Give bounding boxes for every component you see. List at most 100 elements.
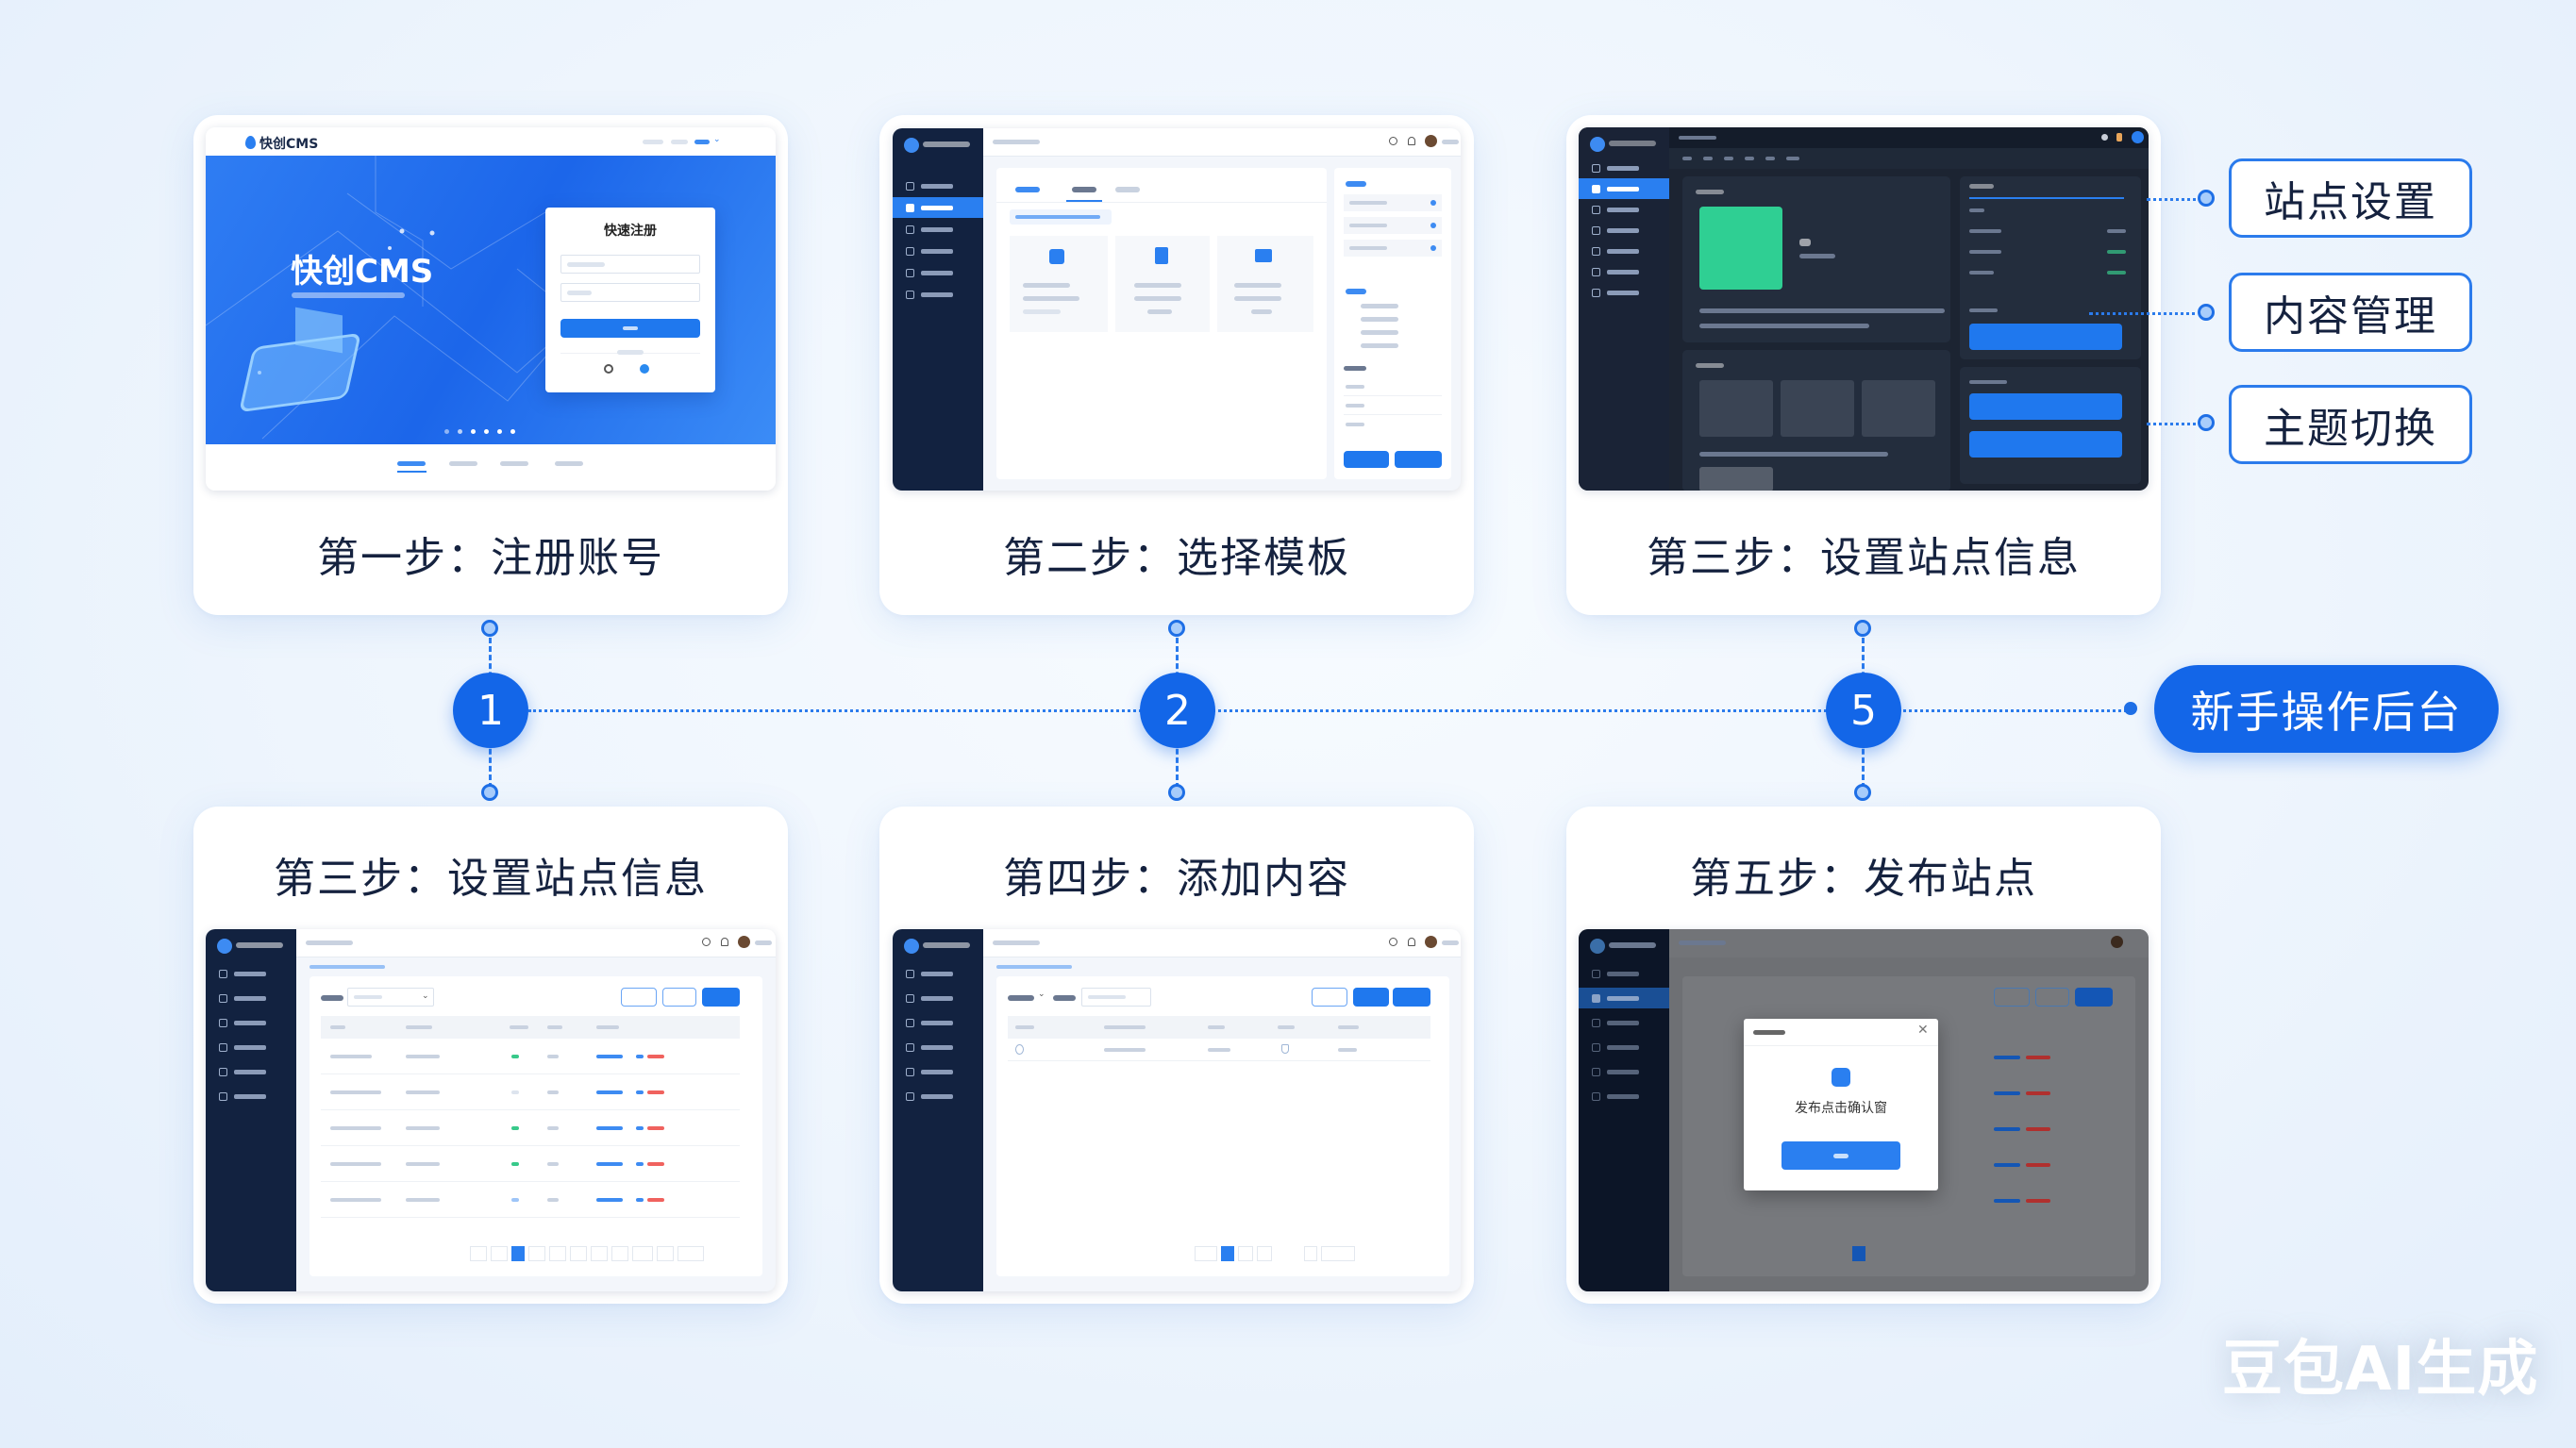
search-icon[interactable]: [1389, 938, 1397, 946]
sidebar-item[interactable]: [893, 175, 983, 196]
view-link[interactable]: [636, 1162, 644, 1166]
edit-link[interactable]: [596, 1162, 623, 1166]
tab-active[interactable]: [1015, 187, 1040, 192]
add-content-button[interactable]: [1393, 988, 1430, 1007]
theme-thumbnail[interactable]: [1699, 380, 1773, 437]
theme-thumbnail[interactable]: [1781, 380, 1854, 437]
sidebar-item[interactable]: [1579, 158, 1669, 178]
wechat-login-icon[interactable]: [604, 364, 613, 374]
avatar[interactable]: [1425, 936, 1437, 948]
confirm-button[interactable]: [1344, 451, 1389, 468]
nav-tab[interactable]: [1786, 157, 1799, 160]
sidebar-item[interactable]: [206, 1037, 296, 1057]
nav-dropdown[interactable]: [694, 140, 710, 144]
nav-tab[interactable]: [1682, 157, 1692, 160]
sidebar-item[interactable]: [893, 284, 983, 305]
edit-link[interactable]: [596, 1090, 623, 1094]
sidebar-item[interactable]: [1579, 199, 1669, 220]
sidebar-item[interactable]: [893, 988, 983, 1008]
apply-theme-button[interactable]: [1969, 431, 2122, 458]
sidebar-item[interactable]: [206, 1086, 296, 1107]
nav-tab[interactable]: [1765, 157, 1775, 160]
tab[interactable]: [1115, 187, 1140, 192]
view-link[interactable]: [636, 1090, 644, 1094]
option-row[interactable]: [1344, 240, 1442, 257]
category-select[interactable]: [1008, 995, 1034, 1001]
sidebar-item[interactable]: [1579, 1037, 1669, 1057]
avatar[interactable]: [2132, 131, 2144, 143]
delete-link[interactable]: [647, 1126, 664, 1130]
sidebar-item[interactable]: [893, 1037, 983, 1057]
template-option[interactable]: [1217, 236, 1313, 332]
avatar[interactable]: [738, 936, 750, 948]
avatar[interactable]: [1425, 135, 1437, 147]
theme-thumbnail[interactable]: [1699, 467, 1773, 491]
settings-icon[interactable]: [2101, 134, 2108, 141]
register-button[interactable]: [560, 319, 700, 338]
list-row[interactable]: [1344, 417, 1442, 434]
table-row[interactable]: [321, 1182, 740, 1218]
table-row[interactable]: [321, 1039, 740, 1074]
sidebar-item[interactable]: [1579, 1012, 1669, 1033]
sidebar-item[interactable]: [206, 988, 296, 1008]
tab[interactable]: [1072, 187, 1096, 192]
pagination[interactable]: [1195, 1246, 1355, 1261]
template-option[interactable]: [1010, 236, 1108, 332]
sidebar-item-active[interactable]: [893, 197, 983, 218]
table-row[interactable]: [321, 1146, 740, 1182]
nav-link[interactable]: [671, 140, 688, 144]
sidebar-item[interactable]: [893, 262, 983, 283]
nav-tab[interactable]: [1703, 157, 1713, 160]
sidebar-item[interactable]: [893, 1086, 983, 1107]
sidebar-item[interactable]: [206, 1012, 296, 1033]
nav-tab[interactable]: [1724, 157, 1733, 160]
close-icon[interactable]: ✕: [1917, 1023, 1929, 1038]
sidebar-item[interactable]: [206, 1061, 296, 1082]
table-row[interactable]: [1008, 1039, 1430, 1061]
bell-icon[interactable]: [721, 938, 728, 946]
bell-icon[interactable]: [1408, 137, 1415, 145]
add-site-button[interactable]: [702, 988, 740, 1007]
view-link[interactable]: [636, 1126, 644, 1130]
search-icon[interactable]: [702, 938, 711, 946]
view-link[interactable]: [636, 1198, 644, 1202]
list-row[interactable]: [1344, 398, 1442, 415]
filter-button[interactable]: [1312, 988, 1347, 1007]
sidebar-item[interactable]: [893, 1061, 983, 1082]
sidebar-item[interactable]: [206, 963, 296, 984]
theme-thumbnail[interactable]: [1862, 380, 1935, 437]
nav-tab[interactable]: [1745, 157, 1754, 160]
search-icon[interactable]: [1389, 137, 1397, 145]
sidebar-item[interactable]: [1579, 1061, 1669, 1082]
option-row[interactable]: [1344, 194, 1442, 211]
delete-link[interactable]: [647, 1055, 664, 1058]
bell-icon[interactable]: [2116, 133, 2122, 141]
bell-icon[interactable]: [1408, 938, 1415, 946]
sidebar-item[interactable]: [1579, 963, 1669, 984]
save-settings-button[interactable]: [1969, 324, 2122, 350]
confirm-publish-button[interactable]: [1781, 1141, 1900, 1170]
sidebar-item-active[interactable]: [1579, 178, 1669, 199]
import-button[interactable]: [1353, 988, 1389, 1007]
preview-button[interactable]: [1395, 451, 1442, 468]
sidebar-item[interactable]: [1579, 1086, 1669, 1107]
username-input[interactable]: [560, 255, 700, 274]
carousel-dots[interactable]: [444, 429, 515, 434]
password-input[interactable]: [560, 283, 700, 302]
delete-link[interactable]: [647, 1162, 664, 1166]
tab[interactable]: [500, 461, 528, 466]
sidebar-item[interactable]: [893, 963, 983, 984]
list-row[interactable]: [1344, 379, 1442, 396]
tab[interactable]: [555, 461, 583, 466]
pagination[interactable]: [470, 1246, 704, 1261]
sidebar-item[interactable]: [893, 1012, 983, 1033]
edit-link[interactable]: [596, 1126, 623, 1130]
row-checkbox[interactable]: [1015, 1044, 1024, 1055]
delete-link[interactable]: [647, 1090, 664, 1094]
table-row[interactable]: [321, 1110, 740, 1146]
sidebar-item[interactable]: [893, 219, 983, 240]
export-button[interactable]: [662, 988, 696, 1007]
sidebar-item[interactable]: [1579, 282, 1669, 303]
table-row[interactable]: [321, 1074, 740, 1110]
template-option[interactable]: [1115, 236, 1210, 332]
